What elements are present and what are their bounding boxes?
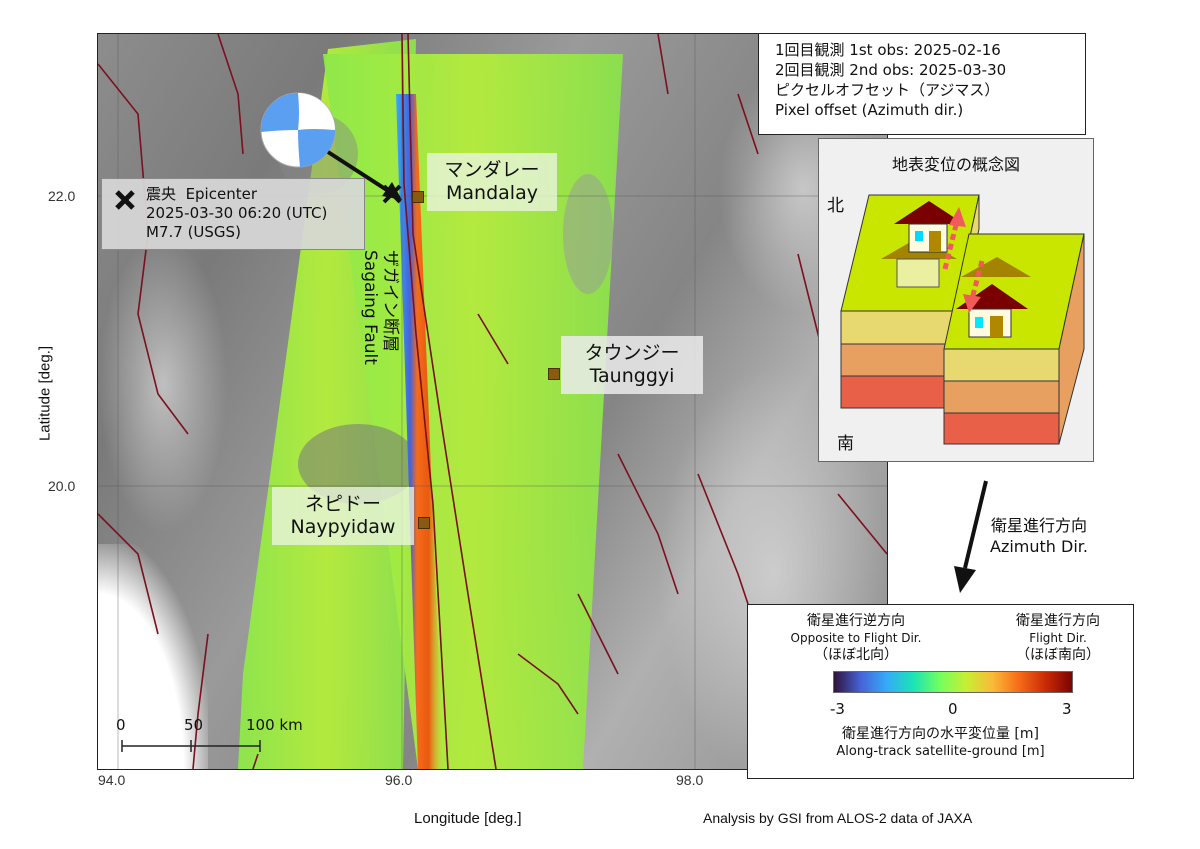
scale-bar-label-50: 50	[184, 716, 204, 734]
pixel-offset-swath	[98, 34, 887, 769]
legend-right-en: Flight Dir.	[1029, 631, 1087, 645]
obs-line-1: 1回目観測 1st obs: 2025-02-16	[775, 41, 1001, 59]
epicenter-title-jp: 震央	[146, 185, 177, 203]
concept-title: 地表変位の概念図	[891, 155, 1020, 174]
colorbar	[833, 671, 1073, 693]
city-marker-taunggyi	[548, 368, 560, 380]
sea-area	[98, 544, 208, 769]
terrain-highlight	[98, 234, 228, 534]
epicenter-title-en: Epicenter	[185, 185, 257, 203]
city-label-mandalay: マンダレー Mandalay	[427, 153, 557, 211]
city-marker-mandalay	[412, 191, 424, 203]
concept-diagram: 地表変位の概念図 北 南	[818, 138, 1094, 462]
legend-left-jp: 衛星進行逆方向	[807, 613, 905, 629]
city-name-jp: タウンジー	[584, 342, 680, 364]
epicenter-magnitude: M7.7 (USGS)	[146, 223, 241, 241]
legend-right-note: （ほぼ南向）	[1016, 647, 1100, 663]
azimuth-direction-label: 衛星進行方向 Azimuth Dir.	[990, 515, 1088, 557]
x-tick-96: 96.0	[385, 772, 413, 788]
credit-text: Analysis by GSI from ALOS-2 data of JAXA	[703, 810, 973, 826]
x-mark-icon	[115, 190, 135, 210]
city-name-en: Naypyidaw	[290, 516, 396, 538]
azimuth-label-jp: 衛星進行方向	[990, 516, 1087, 535]
legend-left-en: Opposite to Flight Dir.	[790, 631, 922, 645]
city-label-taunggyi: タウンジー Taunggyi	[561, 336, 703, 394]
obs-line-3: ピクセルオフセット（アジマス）	[775, 81, 1000, 99]
north-label: 北	[827, 196, 844, 216]
focal-mechanism-icon	[260, 92, 402, 200]
epicenter-datetime: 2025-03-30 06:20 (UTC)	[146, 204, 328, 222]
obs-line-4: Pixel offset (Azimuth dir.)	[775, 101, 964, 119]
scale-bar-label-100: 100 km	[246, 716, 303, 734]
azimuth-direction-arrow-icon	[954, 480, 988, 593]
fault-label-en: Sagaing Fault	[360, 250, 380, 365]
city-name-jp: マンダレー	[444, 159, 540, 181]
city-name-jp: ネピドー	[304, 493, 381, 515]
y-tick-22: 22.0	[48, 188, 76, 204]
colorbar-max: 3	[1062, 700, 1072, 718]
fault-label-jp: ザガイン断層	[380, 250, 400, 352]
fault-block-illustration	[840, 194, 1085, 445]
scale-bar-label-0: 0	[116, 716, 126, 734]
colorbar-min: -3	[830, 700, 845, 718]
y-tick-20: 20.0	[48, 478, 76, 494]
y-axis-title: Latitude [deg.]	[36, 345, 54, 442]
city-name-en: Taunggyi	[589, 365, 675, 387]
x-tick-94: 94.0	[98, 772, 126, 788]
legend-caption-en: Along-track satellite-ground [m]	[836, 744, 1045, 759]
colorbar-mid: 0	[948, 700, 958, 718]
south-label: 南	[837, 434, 854, 454]
legend-right-jp: 衛星進行方向	[1016, 613, 1100, 629]
legend-caption-jp: 衛星進行方向の水平変位量 [m]	[841, 726, 1039, 742]
scale-bar	[121, 740, 261, 752]
city-label-naypyidaw: ネピドー Naypyidaw	[272, 487, 414, 545]
city-name-en: Mandalay	[446, 182, 538, 204]
azimuth-label-en: Azimuth Dir.	[990, 537, 1088, 556]
colorbar-legend: 衛星進行逆方向 Opposite to Flight Dir. （ほぼ北向） 衛…	[747, 604, 1134, 779]
x-tick-98: 98.0	[676, 772, 704, 788]
epicenter-info-box: 震央 Epicenter 2025-03-30 06:20 (UTC) M7.7…	[101, 178, 365, 250]
x-axis-title: Longitude [deg.]	[414, 810, 522, 827]
observation-info-box: 1回目観測 1st obs: 2025-02-16 2回目観測 2nd obs:…	[758, 33, 1086, 135]
fault-label: ザガイン断層 Sagaing Fault	[360, 250, 400, 410]
epicenter-marker-icon	[382, 184, 402, 204]
obs-line-2: 2回目観測 2nd obs: 2025-03-30	[775, 61, 1007, 79]
legend-left-note: （ほぼ北向）	[814, 647, 898, 663]
city-marker-naypyidaw	[418, 517, 430, 529]
